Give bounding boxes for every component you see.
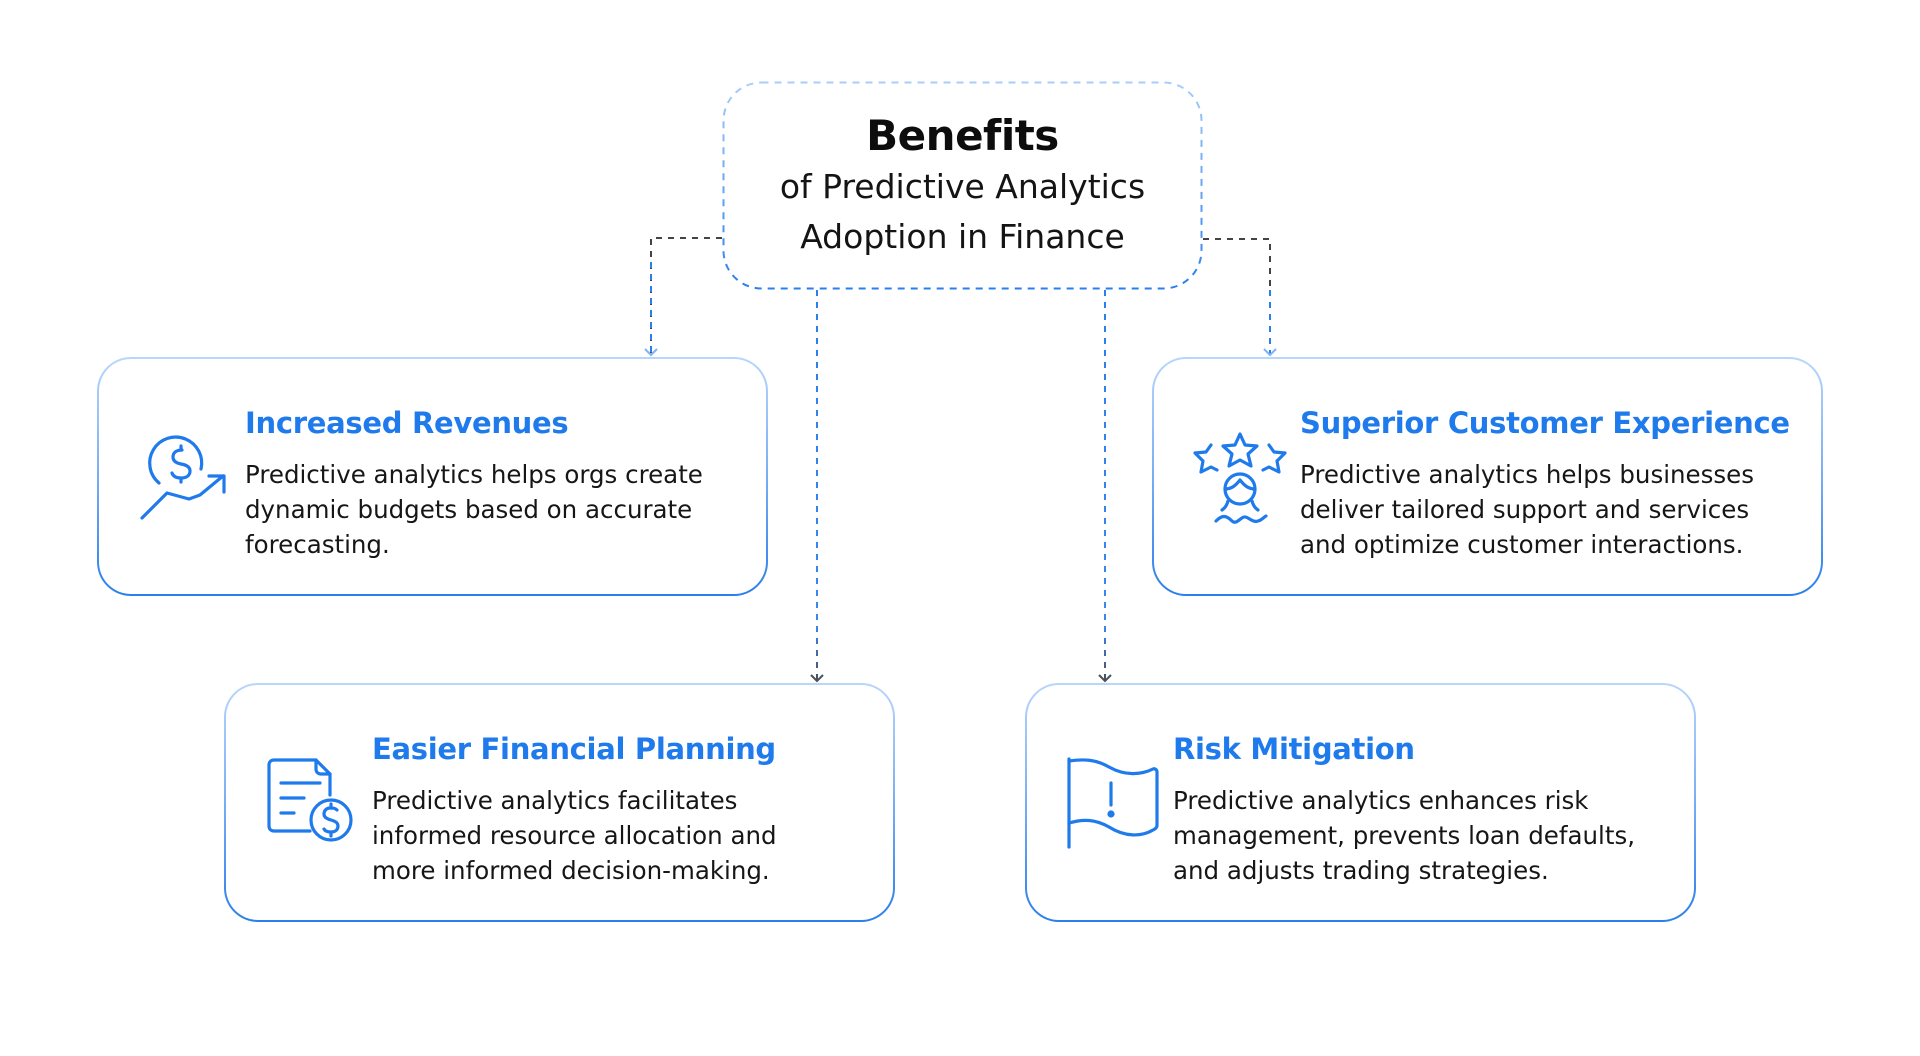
stars-customer-icon <box>1193 432 1287 524</box>
description-line: and adjusts trading strategies. <box>1173 856 1549 885</box>
description-line: informed resource allocation and <box>372 821 777 850</box>
card-title: Increased Revenues <box>245 406 569 440</box>
diagram-subtitle-line-1: of Predictive Analytics <box>779 166 1146 206</box>
description-line: Predictive analytics helps businesses <box>1300 460 1754 489</box>
card-description: Predictive analytics facilitates informe… <box>372 783 777 888</box>
connector-to-increased-revenues <box>650 237 722 355</box>
central-topic-box: Benefits of Predictive Analytics Adoptio… <box>722 81 1203 290</box>
card-increased-revenues: Increased Revenues Predictive analytics … <box>97 357 768 596</box>
description-line: Predictive analytics enhances risk <box>1173 786 1589 815</box>
connector-to-superior-customer-experience <box>1203 238 1271 290</box>
arrowhead-down-left <box>810 674 824 683</box>
dashed-border <box>722 81 1203 290</box>
description-line: Predictive analytics facilitates <box>372 786 738 815</box>
card-title: Easier Financial Planning <box>372 732 776 766</box>
description-line: deliver tailored support and services <box>1300 495 1750 524</box>
card-description: Predictive analytics enhances risk manag… <box>1173 783 1635 888</box>
description-line: more informed decision-making. <box>372 856 770 885</box>
description-line: management, prevents loan defaults, <box>1173 821 1635 850</box>
diagram-subtitle-line-2: Adoption in Finance <box>800 216 1125 256</box>
card-risk-mitigation: Risk Mitigation Predictive analytics enh… <box>1025 683 1696 922</box>
card-description: Predictive analytics helps orgs create d… <box>245 457 703 562</box>
description-line: forecasting. <box>245 530 390 559</box>
document-dollar-icon <box>267 758 353 842</box>
card-easier-financial-planning: Easier Financial Planning Predictive ana… <box>224 683 895 922</box>
dollar-growth-arrow-icon <box>140 435 226 520</box>
card-title: Superior Customer Experience <box>1300 406 1790 440</box>
warning-flag-icon <box>1067 757 1159 849</box>
diagram-title: Benefits <box>866 110 1059 160</box>
arrowhead-down-right <box>1098 674 1112 683</box>
card-title: Risk Mitigation <box>1173 732 1415 766</box>
card-description: Predictive analytics helps businesses de… <box>1300 457 1790 562</box>
arrowhead-right <box>1263 348 1277 357</box>
description-line: and optimize customer interactions. <box>1300 530 1744 559</box>
card-superior-customer-experience: Superior Customer Experience Predictive … <box>1152 357 1823 596</box>
arrowhead-left <box>644 348 658 357</box>
description-line: Predictive analytics helps orgs create <box>245 460 703 489</box>
description-line: dynamic budgets based on accurate <box>245 495 693 524</box>
